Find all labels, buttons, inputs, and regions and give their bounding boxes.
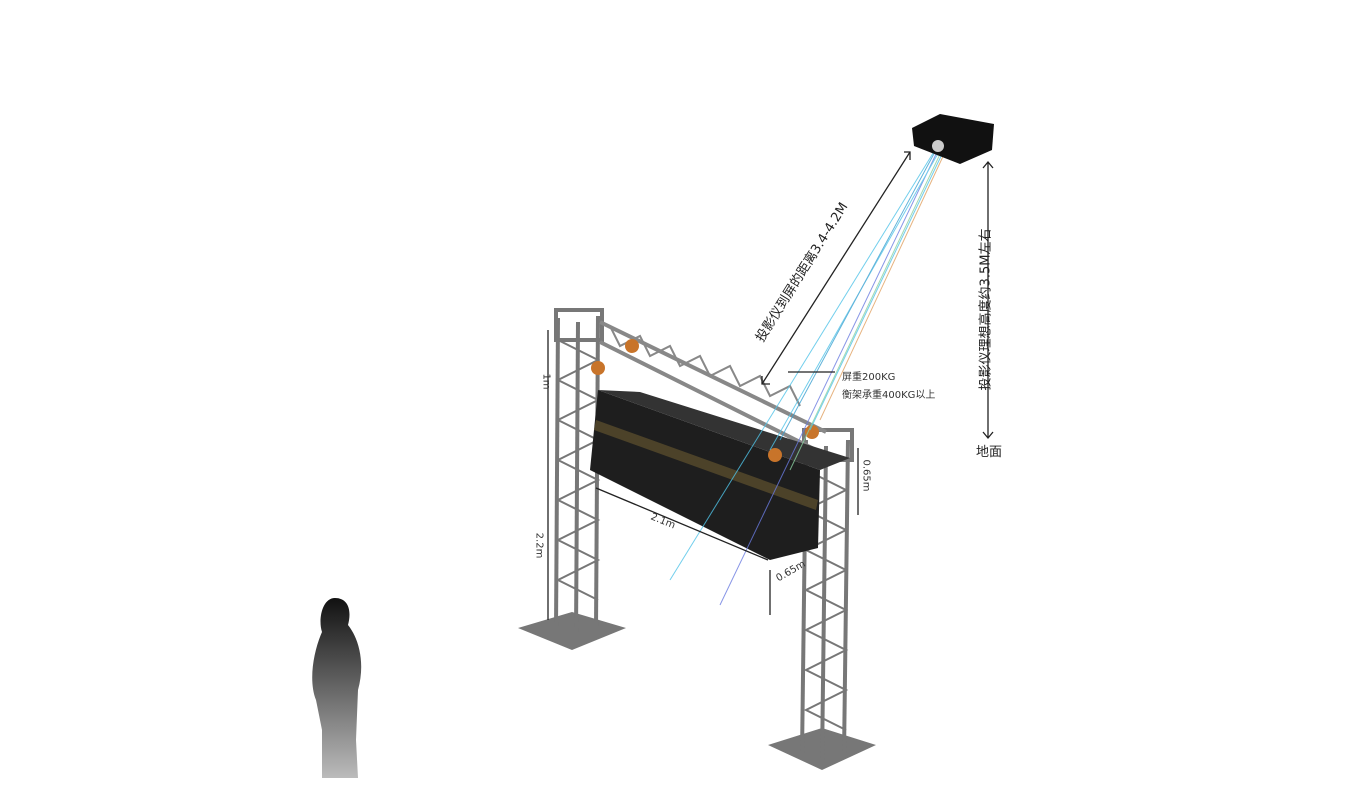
clearance-label: 2.2m — [533, 532, 545, 559]
left-base-plate — [518, 612, 626, 650]
screen-height-label: 0.65m — [860, 459, 872, 492]
led-screen — [590, 390, 820, 560]
hoist — [591, 361, 605, 375]
left-truss-tower — [554, 308, 604, 637]
truss-top-label: 1m — [540, 373, 552, 390]
hoist — [625, 339, 639, 353]
projection-beams — [669, 149, 947, 606]
screen-weight-label: 屏重200KG — [842, 372, 896, 383]
truss-load-label: 衡架承重400KG以上 — [842, 390, 936, 401]
led-screen-top — [598, 390, 850, 470]
ground-label: 地面 — [976, 445, 1003, 460]
projector-height-label: 投影仪理想高度约3.5M左右 — [978, 228, 994, 391]
person-silhouette — [312, 598, 362, 778]
dimension-lines — [547, 151, 994, 620]
hoist — [768, 448, 782, 462]
hoist — [805, 425, 819, 439]
projector — [912, 114, 994, 164]
